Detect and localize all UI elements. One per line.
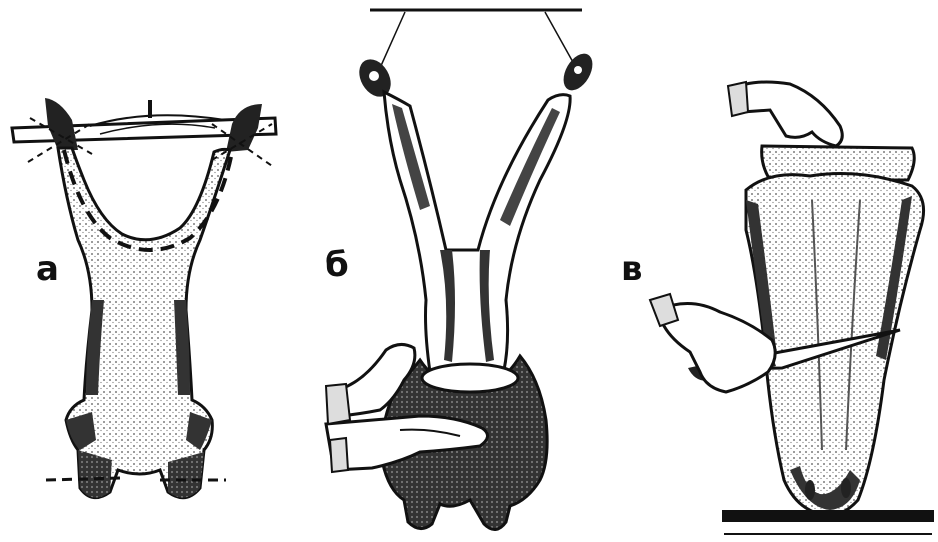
panel-label-b: б	[325, 248, 349, 282]
table-c	[722, 510, 934, 522]
panel-label-a: а	[36, 252, 59, 286]
panel-a-illustration	[12, 98, 276, 498]
panel-label-c: в	[621, 252, 643, 286]
panel-c-illustration	[650, 82, 934, 534]
panel-b-illustration	[326, 10, 598, 530]
